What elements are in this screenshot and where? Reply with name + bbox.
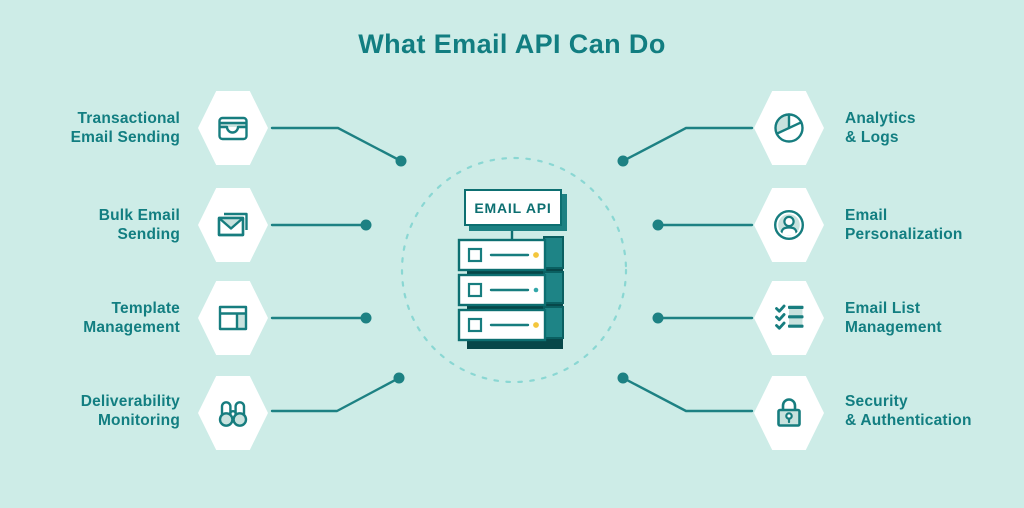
binoculars-icon xyxy=(218,401,248,427)
page-title: What Email API Can Do xyxy=(358,29,666,59)
item-label-list-management: Email List Management xyxy=(845,300,942,336)
dashed-circle xyxy=(400,156,628,384)
led-yellow xyxy=(533,322,539,328)
envelope-icon xyxy=(217,212,248,237)
item-label-transactional: Transactional Email Sending xyxy=(70,110,180,146)
pie-chart-icon xyxy=(774,113,804,143)
led-teal xyxy=(533,287,539,293)
user-icon xyxy=(773,209,805,241)
item-label-security: Security & Authentication xyxy=(845,393,972,429)
item-label-deliverability: Deliverability Monitoring xyxy=(80,393,180,429)
led-yellow xyxy=(533,252,539,258)
connector-dots xyxy=(360,155,664,384)
server-illustration xyxy=(457,221,564,349)
item-label-personalization: Email Personalization xyxy=(845,207,963,243)
item-label-bulk: Bulk Email Sending xyxy=(98,207,180,243)
item-label-analytics: Analytics & Logs xyxy=(845,110,916,146)
checklist-icon xyxy=(775,304,804,330)
connector-lines xyxy=(270,126,754,413)
lock-icon xyxy=(777,398,801,427)
wallet-icon xyxy=(218,116,248,141)
email-api-box: EMAIL API xyxy=(464,189,562,226)
item-label-template: Template Management xyxy=(83,300,180,336)
layout-icon xyxy=(218,305,248,331)
